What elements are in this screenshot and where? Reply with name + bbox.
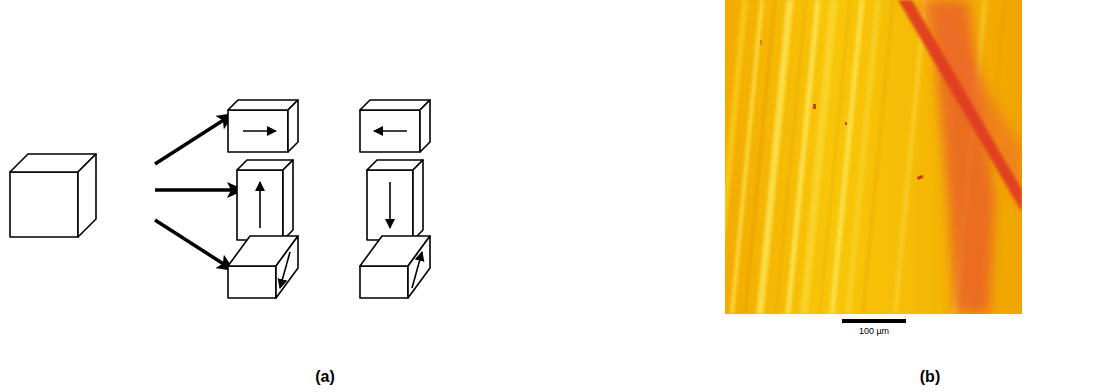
prism-column-2 [360, 100, 430, 298]
prism-column-1 [228, 100, 298, 298]
scale-label: 100 µm [859, 327, 889, 337]
panel-label: (b) [920, 368, 940, 386]
scale-bar [842, 319, 906, 323]
panel-label: (a) [315, 368, 335, 386]
magnetization-arrows-2 [374, 131, 422, 288]
magnetization-arrows-1 [243, 131, 290, 288]
cube [10, 154, 96, 237]
micrograph [725, 0, 1022, 314]
